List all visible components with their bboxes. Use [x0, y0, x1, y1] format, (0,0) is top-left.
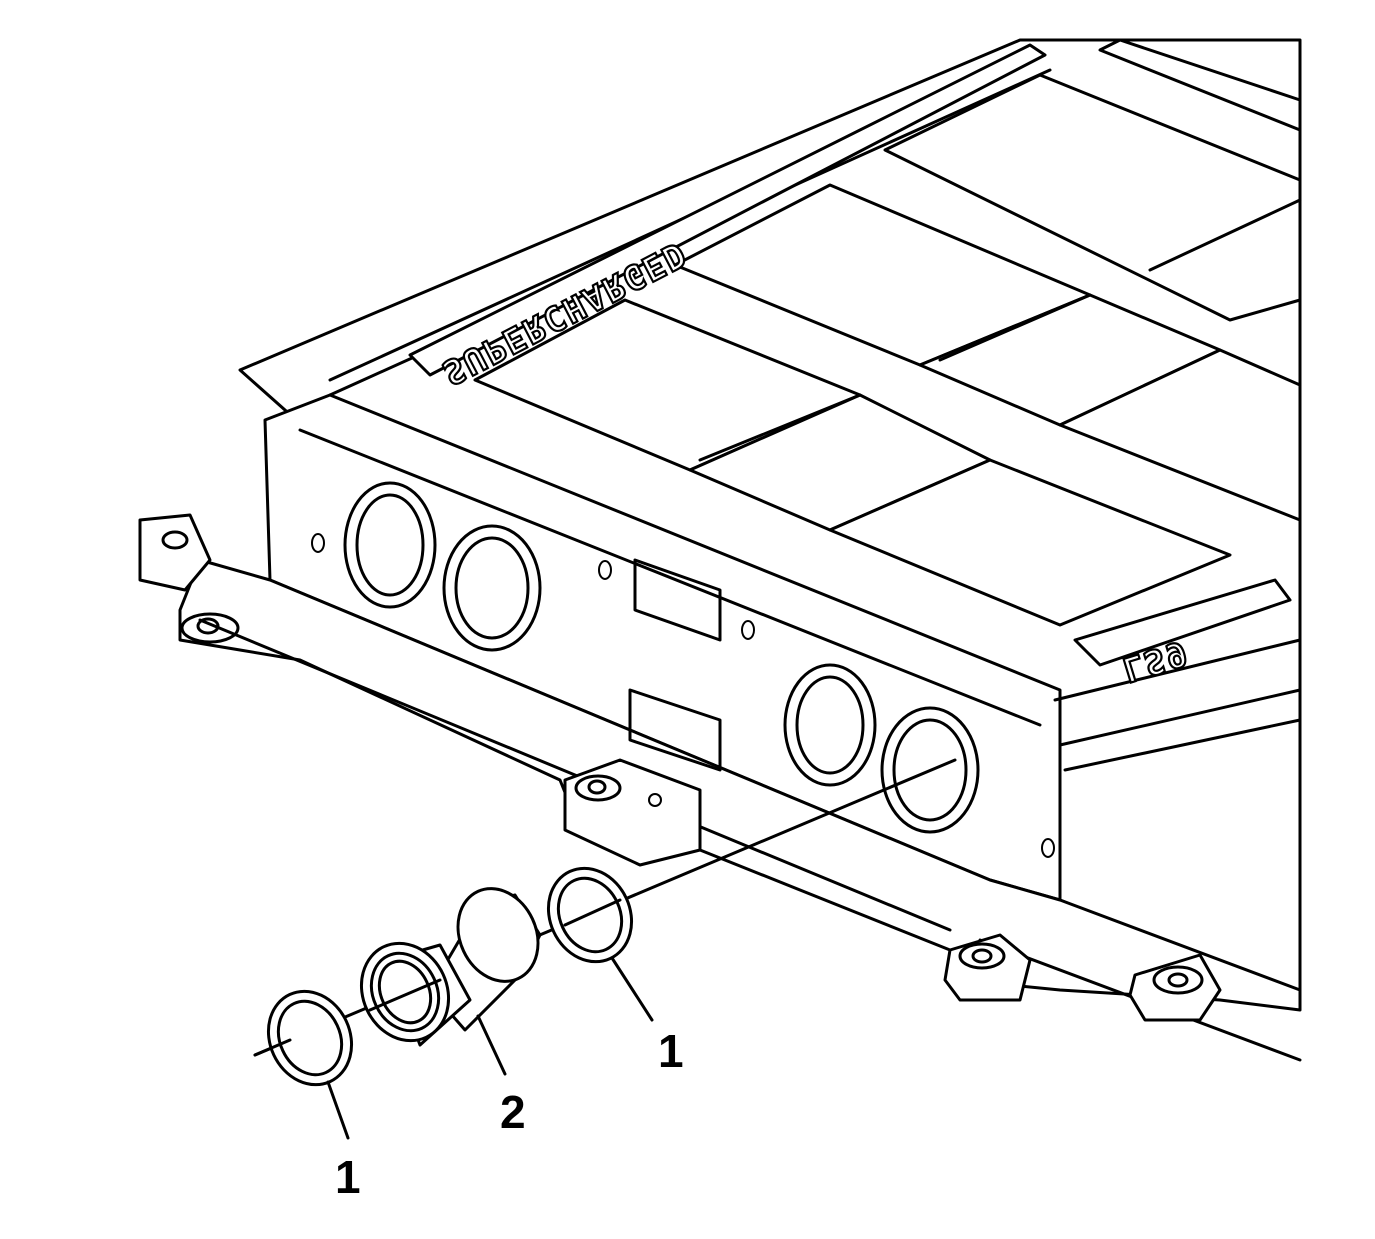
callout-label: 1 — [335, 1151, 361, 1203]
exploded-parts — [253, 758, 957, 1087]
seal-ring-right — [546, 866, 634, 964]
seal-ring-left — [253, 989, 354, 1087]
coupler-tube — [359, 887, 542, 1047]
callout-1-right: 1 — [610, 956, 684, 1077]
callout-1-left: 1 — [326, 1080, 361, 1203]
callouts: 1 2 1 — [326, 956, 684, 1203]
supercharger-housing — [138, 38, 1302, 1062]
leader-line — [610, 956, 654, 1022]
callout-2: 2 — [476, 1014, 526, 1138]
callout-label: 2 — [500, 1086, 526, 1138]
leader-line — [326, 1080, 350, 1140]
leader-line — [476, 1014, 507, 1076]
callout-label: 1 — [658, 1025, 684, 1077]
